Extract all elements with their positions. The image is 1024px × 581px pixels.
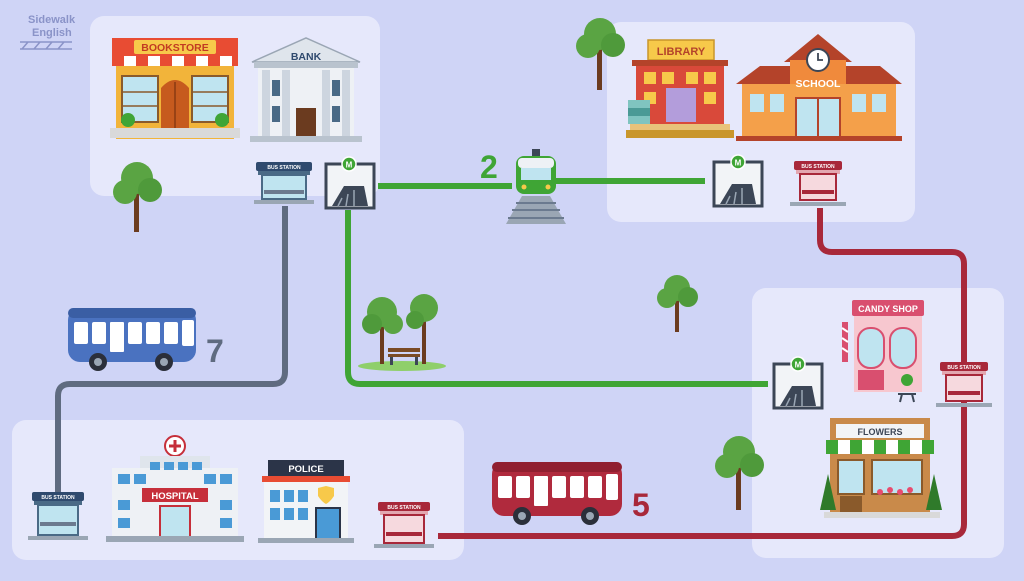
tree-icon: [657, 275, 698, 332]
svg-text:English: English: [32, 27, 72, 39]
svg-text:BUS STATION: BUS STATION: [947, 365, 981, 371]
svg-text:BUS STATION: BUS STATION: [267, 165, 301, 171]
route-5-label: 5: [632, 487, 650, 523]
police-building[interactable]: POLICE: [258, 460, 354, 543]
bus-station-police[interactable]: BUS STATION: [374, 502, 434, 548]
bank-building[interactable]: BANK: [250, 37, 362, 142]
green-metro-line: [345, 210, 768, 387]
metro-sign: M: [795, 361, 802, 370]
hospital-building[interactable]: HOSPITAL: [106, 435, 244, 542]
bus-7-icon[interactable]: [68, 308, 196, 371]
metro-sign: M: [735, 159, 742, 168]
green-train-route: [378, 178, 705, 189]
school-building[interactable]: SCHOOL: [736, 34, 902, 141]
red-bus-route: [438, 208, 967, 539]
candy-shop-sign: CANDY SHOP: [858, 304, 918, 314]
svg-text:Sidewalk: Sidewalk: [28, 14, 76, 26]
bus-station-candy-shop[interactable]: BUS STATION: [936, 362, 992, 407]
grey-bus-route: [55, 206, 288, 498]
tree-icon: [113, 162, 162, 232]
library-sign: LIBRARY: [657, 46, 706, 58]
train-icon[interactable]: [506, 149, 566, 224]
school-sign: SCHOOL: [796, 78, 842, 90]
bus-station-hospital[interactable]: BUS STATION: [28, 492, 88, 540]
bench-icon: [388, 348, 420, 365]
police-badge-icon: [318, 486, 334, 504]
metro-station-right[interactable]: M: [772, 356, 824, 410]
tree-icon: [576, 18, 625, 90]
bookstore-sign: BOOKSTORE: [141, 42, 208, 54]
flowers-sign: FLOWERS: [858, 427, 903, 437]
flower-shop-building[interactable]: FLOWERS: [820, 418, 942, 518]
route-7-label: 7: [206, 333, 224, 369]
hospital-sign: HOSPITAL: [151, 491, 199, 502]
svg-text:BUS STATION: BUS STATION: [41, 495, 75, 501]
police-sign: POLICE: [288, 464, 323, 475]
bookstore-building[interactable]: BOOKSTORE: [110, 38, 240, 139]
candy-shop-building[interactable]: CANDY SHOP: [841, 300, 924, 403]
metro-sign: M: [346, 161, 353, 170]
library-building[interactable]: LIBRARY: [626, 39, 734, 138]
bank-sign: BANK: [291, 51, 322, 63]
svg-text:BUS STATION: BUS STATION: [801, 164, 835, 170]
metro-station-top-right[interactable]: M: [712, 154, 764, 208]
metro-station-top-left[interactable]: M: [324, 156, 376, 210]
route-2-label: 2: [480, 149, 498, 185]
bus-5-icon[interactable]: [492, 462, 622, 525]
sidewalk-english-logo: Sidewalk English: [20, 14, 76, 50]
tree-icon: [715, 436, 764, 510]
bus-station-school[interactable]: BUS STATION: [790, 161, 846, 206]
park: [358, 294, 446, 371]
bus-station-bank[interactable]: BUS STATION: [254, 162, 314, 204]
svg-text:BUS STATION: BUS STATION: [387, 505, 421, 511]
